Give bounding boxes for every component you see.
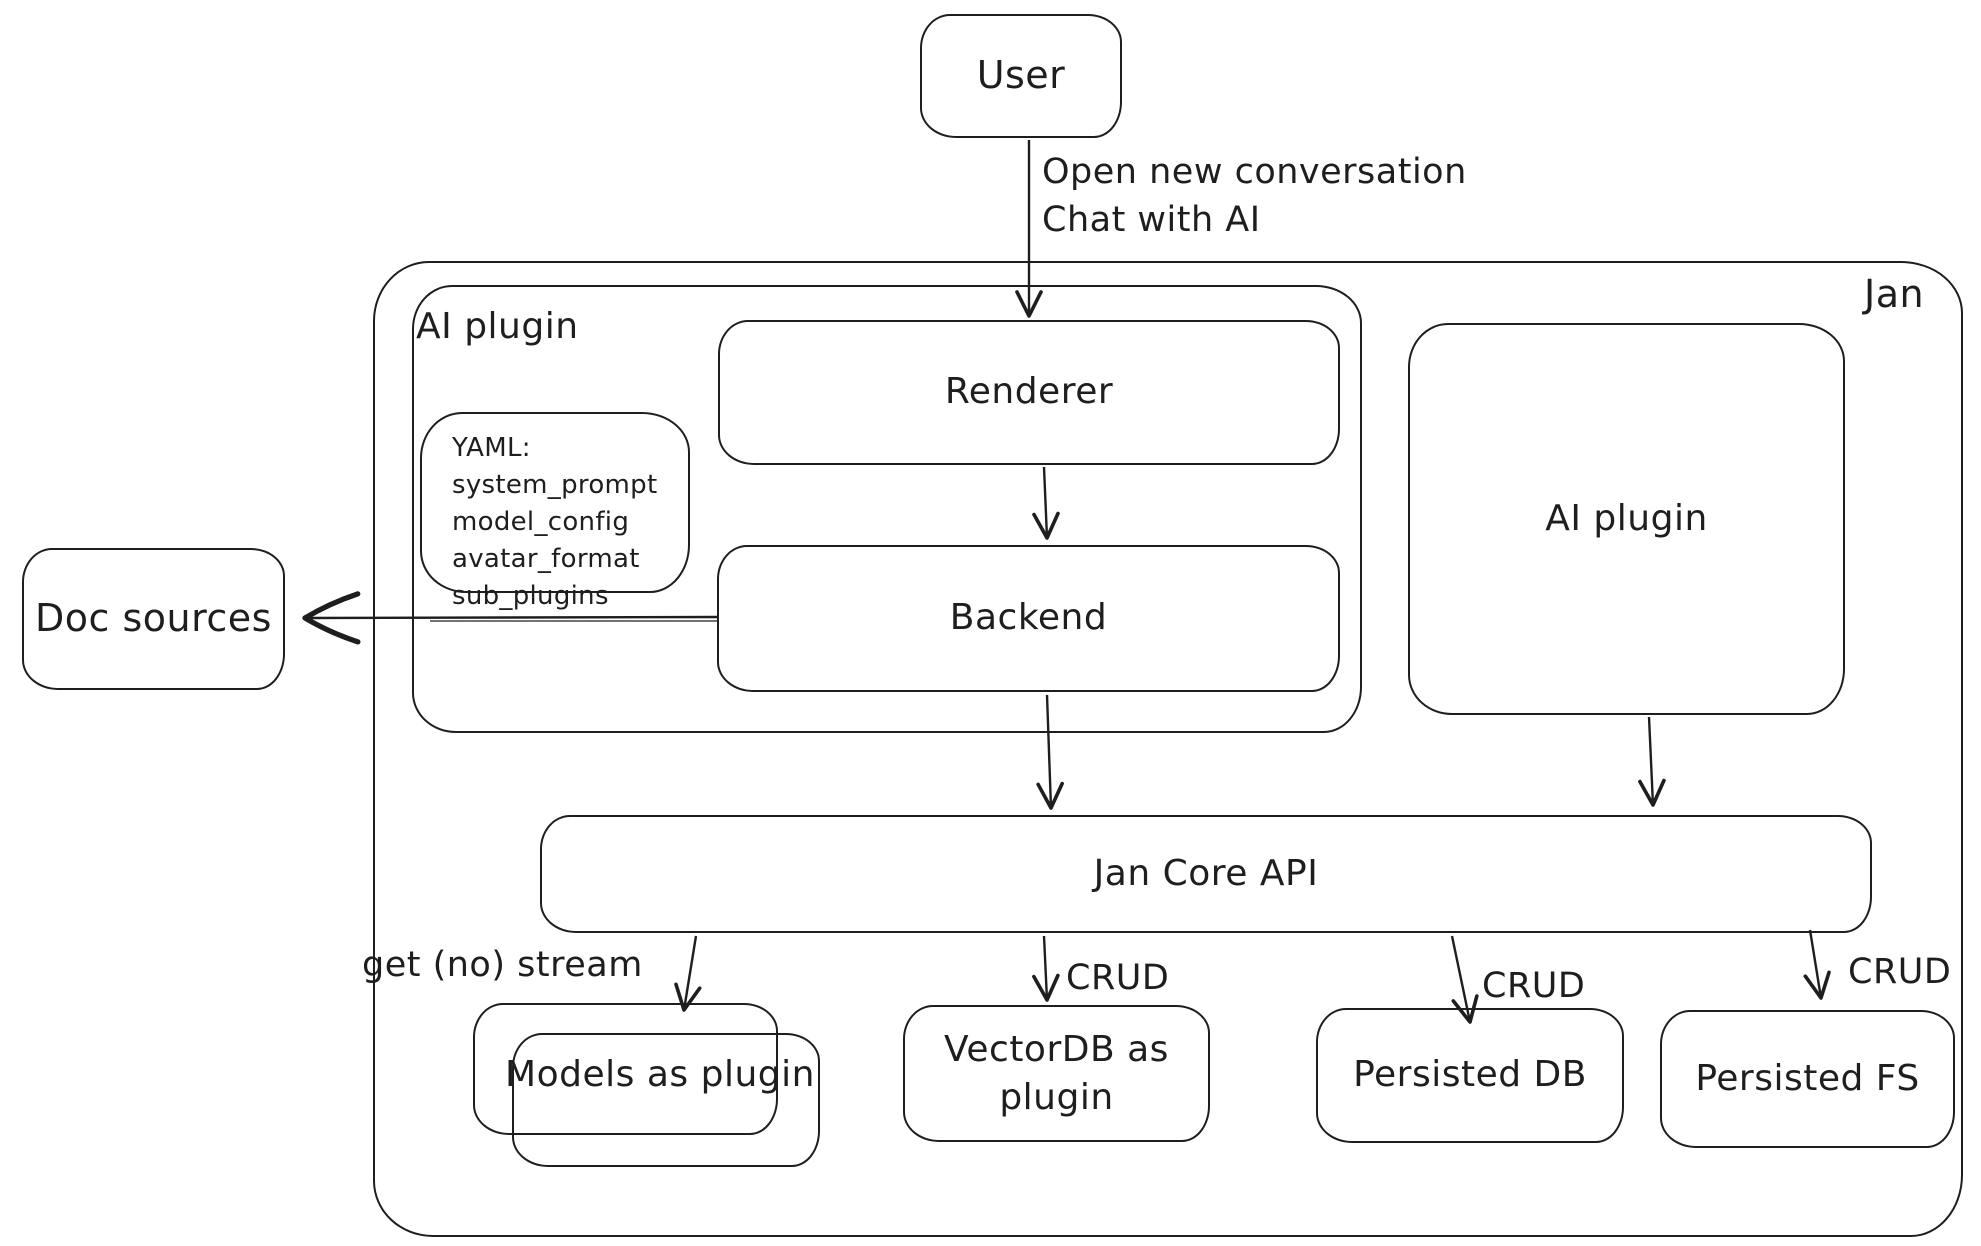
node-doc-sources: Doc sources (22, 548, 285, 690)
node-models-as-plugin (512, 1033, 820, 1167)
ai-plugin-container (412, 285, 1362, 733)
node-renderer-label: Renderer (944, 371, 1114, 413)
node-backend: Backend (717, 545, 1340, 692)
edge-label-get-no-stream: get (no) stream (362, 945, 643, 985)
node-doc-sources-label: Doc sources (35, 596, 272, 641)
node-persisted-fs-label: Persisted FS (1695, 1057, 1920, 1099)
node-vectordb-as-plugin: VectorDB as plugin (903, 1005, 1210, 1142)
edge-label-open-new-conversation: Open new conversation (1042, 152, 1467, 192)
node-vectordb-as-plugin-label: VectorDB as plugin (944, 1028, 1169, 1118)
node-ai-plugin-right: AI plugin (1408, 323, 1845, 715)
node-user: User (920, 14, 1122, 138)
node-jan-core-api-label: Jan Core API (1093, 852, 1319, 894)
node-renderer: Renderer (718, 320, 1340, 465)
edge-label-crud-vectordb: CRUD (1066, 958, 1170, 998)
jan-container (373, 261, 1963, 1237)
yaml-note-line: YAML: (452, 433, 531, 463)
ai-plugin-container-label: AI plugin (416, 306, 579, 347)
yaml-note-line: avatar_format (452, 544, 640, 574)
yaml-note-line: model_config (452, 507, 630, 537)
edge-label-crud-persisted-fs: CRUD (1848, 952, 1952, 992)
node-models-as-plugin-back (473, 1003, 778, 1135)
node-user-label: User (976, 53, 1066, 98)
node-persisted-fs: Persisted FS (1660, 1010, 1955, 1148)
edge-label-crud-persisted-db: CRUD (1482, 966, 1586, 1006)
node-persisted-db-label: Persisted DB (1353, 1054, 1587, 1096)
yaml-note-line: system_prompt (452, 470, 658, 500)
node-persisted-db: Persisted DB (1316, 1008, 1624, 1143)
yaml-note-line: sub_plugins (452, 581, 609, 611)
edge-label-chat-with-ai: Chat with AI (1042, 200, 1261, 240)
node-ai-plugin-right-label: AI plugin (1545, 497, 1708, 539)
yaml-note: YAML: system_prompt model_config avatar_… (420, 412, 690, 611)
node-jan-core-api: Jan Core API (540, 815, 1872, 933)
node-backend-label: Backend (949, 597, 1108, 639)
jan-container-label: Jan (1864, 272, 1925, 316)
node-models-as-plugin-label: Models as plugin (505, 1054, 815, 1095)
